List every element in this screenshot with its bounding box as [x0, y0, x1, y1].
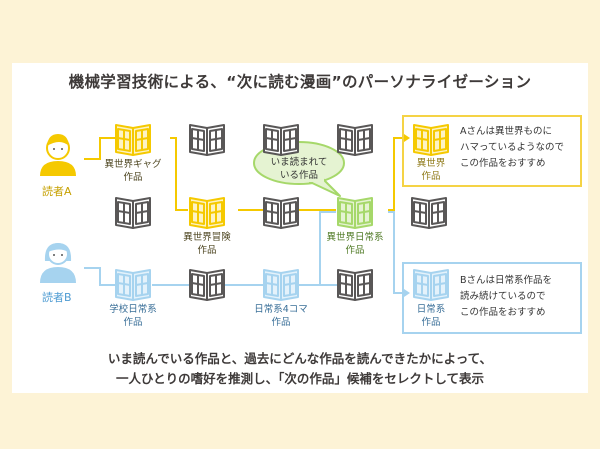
book-icon: [337, 269, 373, 301]
book-isekai-boken-icon: [189, 197, 225, 229]
gakko-nichijo-line-2: 作品: [123, 316, 143, 328]
bubble-line-1: いま読まれて: [270, 157, 328, 168]
nichijo-4koma-caption: 日常系4コマ 作品: [246, 304, 316, 329]
footer-line-1: いま読んでいる作品と、過去にどんな作品を読んできたかによって、: [107, 351, 493, 366]
book-gakko-nichijo-icon: [115, 269, 151, 301]
recommend-a-text-3: この作品をおすすめ: [460, 158, 546, 169]
reader-b-icon: [40, 243, 76, 283]
reader-a-arrowhead: [404, 134, 410, 142]
recommend-b-work-line-1: 日常系: [416, 304, 446, 315]
recommend-b-work-caption: 日常系 作品: [410, 304, 452, 329]
reader-b-path: [84, 211, 404, 294]
book-nichijo-4koma-icon: [263, 269, 299, 301]
recommend-a-text: Aさんは異世界ものに ハマっているようなので この作品をおすすめ: [460, 124, 564, 172]
isekai-boken-caption: 異世界冒険 作品: [172, 232, 242, 257]
book-isekai-nichijo-icon: [337, 197, 373, 229]
book-icon: [115, 197, 151, 229]
recommend-a-text-1: Aさんは異世界ものに: [460, 126, 552, 137]
diagram-title: 機械学習技術による、“次に読む漫画”のパーソナライゼーション: [68, 73, 532, 91]
recommend-a-text-2: ハマっているようなので: [460, 142, 565, 153]
isekai-gag-caption: 異世界ギャグ 作品: [98, 159, 168, 184]
gakko-nichijo-line-1: 学校日常系: [109, 304, 157, 315]
footer-line-2: 一人ひとりの嗜好を推測し、「次の作品」候補をセレクトして表示: [115, 371, 484, 386]
recommend-a-box: [402, 115, 582, 187]
nichijo-4koma-line-2: 作品: [271, 316, 291, 328]
recommend-a-work-caption: 異世界 作品: [410, 158, 452, 183]
reader-a-icon: [40, 134, 76, 176]
book-icon: [411, 197, 447, 229]
recommend-b-work-line-2: 作品: [421, 316, 441, 328]
book-isekai-gag-icon: [115, 124, 151, 156]
isekai-nichijo-caption: 異世界日常系 作品: [318, 232, 392, 257]
book-icon: [263, 124, 299, 156]
now-reading-bubble-text: いま読まれて いる作品: [256, 156, 342, 182]
book-icon: [189, 124, 225, 156]
isekai-nichijo-line-2: 作品: [345, 244, 365, 256]
recommend-b-box: [402, 262, 582, 334]
isekai-gag-line-2: 作品: [123, 171, 143, 183]
isekai-nichijo-line-1: 異世界日常系: [326, 232, 384, 243]
recommend-b-text-2: 読み続けているので: [460, 291, 546, 302]
gakko-nichijo-caption: 学校日常系 作品: [98, 304, 168, 329]
nichijo-4koma-line-1: 日常系4コマ: [254, 304, 308, 315]
isekai-boken-line-1: 異世界冒険: [183, 232, 231, 243]
recommend-b-text-3: この作品をおすすめ: [460, 307, 546, 318]
reader-a-label: 読者A: [42, 185, 72, 198]
recommend-a-work-line-2: 作品: [421, 170, 441, 182]
reader-b-arrowhead: [404, 289, 410, 297]
reader-b-label: 読者B: [42, 291, 72, 304]
isekai-boken-line-2: 作品: [197, 244, 217, 256]
book-icon: [337, 124, 373, 156]
diagram-panel: [12, 63, 588, 393]
book-icon: [263, 197, 299, 229]
recommend-b-text: Bさんは日常系作品を 読み続けているので この作品をおすすめ: [460, 273, 552, 321]
recommend-b-text-1: Bさんは日常系作品を: [460, 275, 553, 286]
recommend-a-work-line-1: 異世界: [416, 158, 446, 169]
book-icon: [189, 269, 225, 301]
bubble-line-2: いる作品: [279, 170, 318, 181]
isekai-gag-line-1: 異世界ギャグ: [104, 159, 162, 170]
